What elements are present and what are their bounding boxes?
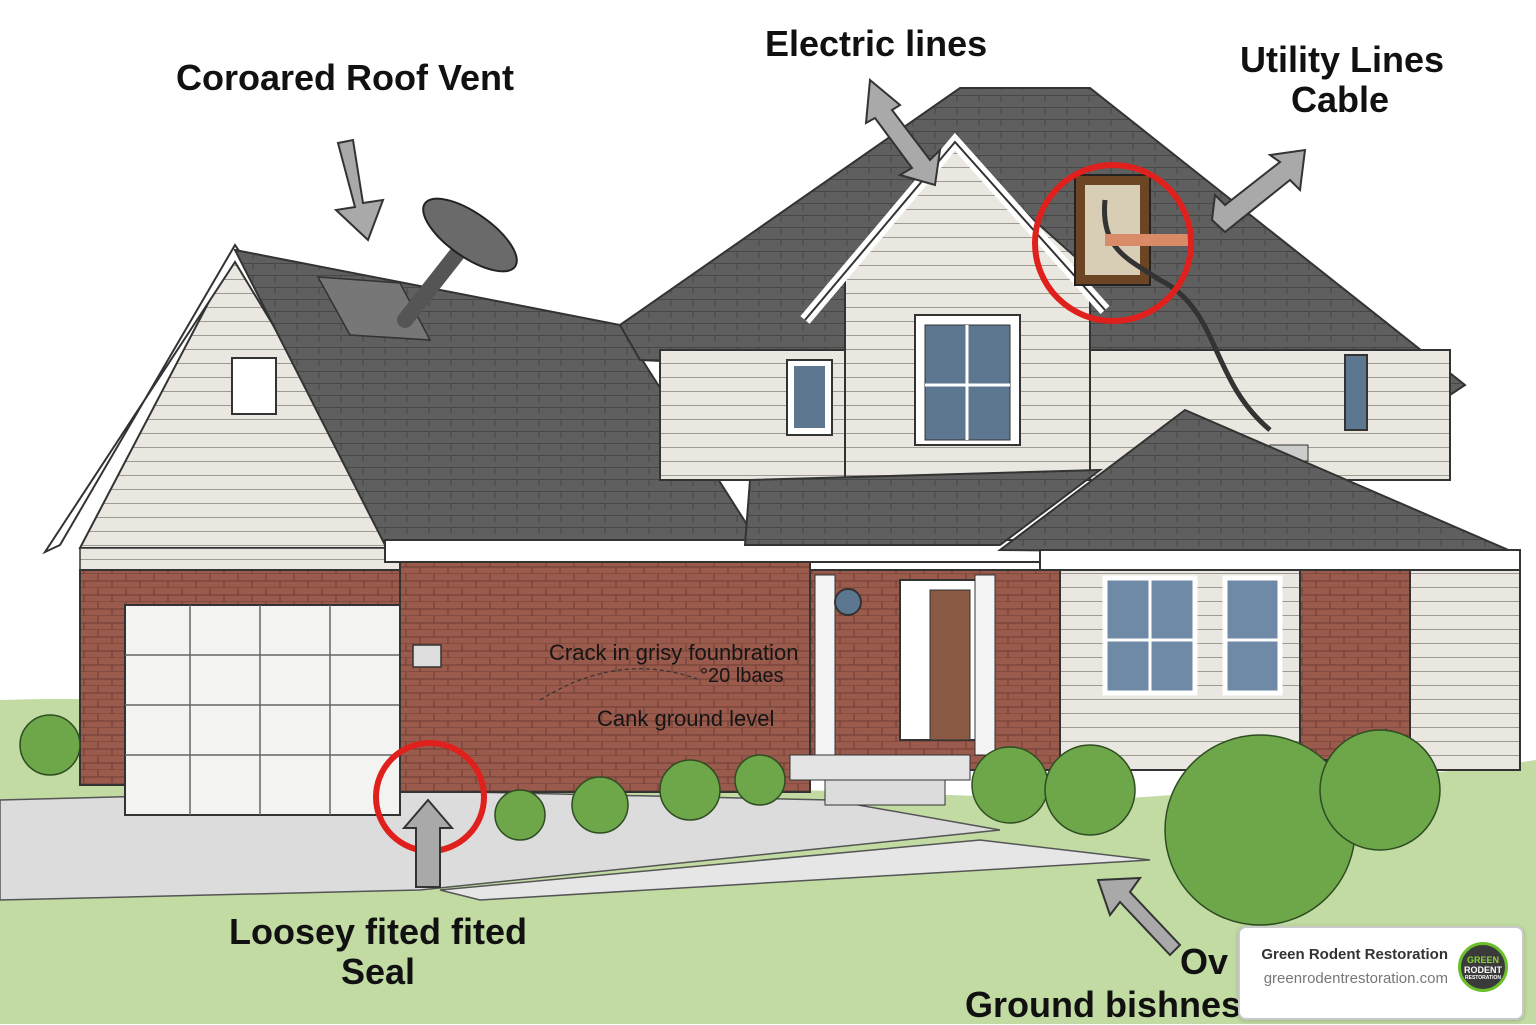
electric-arrow-icon bbox=[864, 78, 942, 187]
logo-text-restoration: RESTORATION bbox=[1465, 975, 1501, 981]
seal-label: Loosey fited fited Seal bbox=[220, 912, 536, 991]
front-door bbox=[929, 589, 971, 741]
roof-vent-arrow-icon bbox=[333, 138, 385, 242]
ground-label-line2: Ground bishnes bbox=[965, 984, 1242, 1025]
brand-logo: GREEN RODENT RESTORATION bbox=[1458, 942, 1508, 992]
gable-vent bbox=[231, 357, 277, 415]
electric-lines-label: Electric lines bbox=[765, 23, 988, 64]
ground-label-line1: Ov bbox=[1180, 941, 1229, 982]
front-porch bbox=[789, 569, 1061, 806]
utility-lines-label-line1: Utility Lines bbox=[1240, 39, 1445, 80]
utility-arrow-icon bbox=[1210, 148, 1307, 234]
brand-name: Green Rodent Restoration bbox=[1261, 946, 1448, 963]
shrubs bbox=[19, 714, 1441, 926]
brick-wall bbox=[399, 561, 811, 793]
measurement-label: °20 lbaes bbox=[700, 665, 784, 687]
house-number bbox=[412, 644, 442, 668]
brand-badge[interactable]: Green Rodent Restoration greenrodentrest… bbox=[1238, 926, 1524, 1020]
utility-highlight-circle bbox=[1032, 162, 1194, 324]
seal-label-line2: Seal bbox=[340, 950, 416, 992]
small-window bbox=[786, 359, 833, 436]
utility-lines-label-line2: Cable bbox=[1290, 78, 1390, 120]
bay-window bbox=[1102, 575, 1283, 696]
upper-window bbox=[914, 314, 1021, 446]
utility-lines-label: Utility Lines Cable bbox=[1240, 39, 1445, 120]
garage-wing bbox=[42, 243, 442, 816]
roof-vent-label: Coroared Roof Vent bbox=[176, 57, 515, 98]
satellite-dish bbox=[397, 197, 518, 328]
ground-level-label: Cank ground level bbox=[597, 706, 775, 731]
logo-text-green: GREEN bbox=[1466, 955, 1499, 965]
utility-box bbox=[1074, 174, 1309, 462]
seal-arrow-icon bbox=[401, 798, 455, 888]
logo-text-rodent: RODENT bbox=[1464, 965, 1502, 975]
brand-url[interactable]: greenrodentrestoration.com bbox=[1263, 970, 1448, 987]
seal-label-line1: Loosey fited fited bbox=[228, 911, 528, 952]
foundation-crack bbox=[539, 668, 701, 701]
garage-door bbox=[124, 604, 401, 816]
crack-label: Crack in grisy founbration bbox=[549, 640, 799, 665]
ground-arrow-icon bbox=[1096, 876, 1182, 957]
